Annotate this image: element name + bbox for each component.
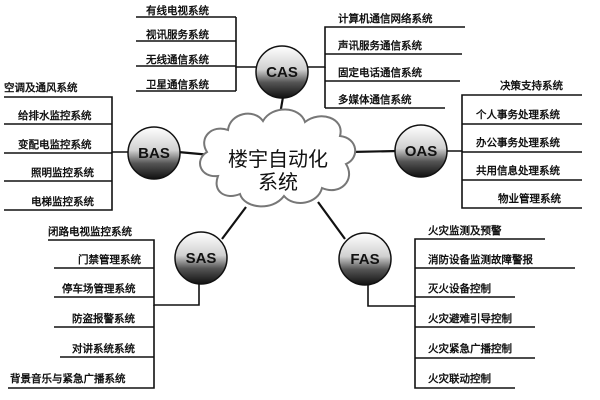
oas-item-4: 共用信息处理系统 (476, 164, 560, 177)
cloud-shape (199, 108, 356, 208)
oas-bracket-bottom (461, 151, 582, 209)
cas-right-item-1: 计算机通信网络系统 (338, 12, 433, 25)
sas-group (8, 239, 200, 389)
oas-item-2: 个人事务处理系统 (475, 108, 560, 121)
cas-right-item-2: 声讯服务通信系统 (337, 39, 422, 52)
bas-node-label: BAS (138, 145, 170, 162)
cas-left-item-3: 无线通信系统 (145, 53, 209, 66)
oas-node: OAS (394, 124, 448, 178)
sas-node-label: SAS (186, 250, 217, 267)
sas-item-2: 门禁管理系统 (78, 253, 141, 266)
sas-item-5: 对讲系统系统 (72, 342, 135, 355)
cas-left-item-2: 视讯服务系统 (146, 28, 209, 41)
fas-group (367, 238, 575, 389)
bas-group (4, 96, 130, 211)
cas-node-label: CAS (266, 64, 298, 81)
connector-sas (221, 206, 247, 240)
cas-right-item-4: 多媒体通信系统 (338, 93, 412, 106)
fas-node: FAS (338, 232, 392, 286)
sas-node: SAS (174, 231, 228, 285)
fas-bracket-bottom (414, 306, 515, 389)
cas-left-item-1: 有线电视系统 (146, 4, 209, 17)
oas-item-3: 办公事务处理系统 (476, 136, 560, 149)
fas-item-2: 消防设备监测故障警报 (428, 253, 533, 266)
sas-bracket-bottom (8, 305, 155, 389)
fas-item-6: 火灾联动控制 (428, 372, 491, 385)
oas-group (445, 94, 582, 209)
cas-left-item-4: 卫星通信系统 (146, 78, 209, 91)
fas-node-label: FAS (350, 251, 379, 268)
sas-item-3: 停车场管理系统 (62, 282, 136, 295)
fas-item-1: 火灾监测及预警 (428, 224, 502, 237)
fas-item-5: 火灾紧急广播控制 (428, 342, 512, 355)
fas-bracket (367, 238, 545, 307)
bas-bracket-bottom (4, 152, 113, 211)
bas-node: BAS (127, 126, 181, 180)
bas-item-5: 电梯监控系统 (31, 195, 94, 208)
sas-item-6: 背景音乐与紧急广播系统 (10, 372, 126, 385)
oas-item-5: 物业管理系统 (498, 192, 561, 205)
cas-right-item-3: 固定电话通信系统 (338, 66, 422, 79)
cas-node: CAS (255, 45, 309, 99)
fas-item-3: 灭火设备控制 (427, 282, 491, 295)
bas-item-3: 变配电监控系统 (18, 138, 92, 151)
sas-item-1: 闭路电视监控系统 (48, 225, 132, 238)
sas-item-4: 防盗报警系统 (72, 312, 135, 325)
bas-item-1: 空调及通风系统 (4, 81, 78, 94)
connector-oas (349, 149, 399, 154)
bas-item-4: 照明监控系统 (31, 166, 94, 179)
bas-item-2: 给排水监控系统 (18, 109, 92, 122)
oas-bracket (445, 94, 582, 152)
connector-fas (317, 201, 346, 240)
oas-node-label: OAS (405, 143, 438, 160)
center-title-line2: 系统 (258, 170, 298, 194)
center-title-line1: 楼宇自动化 (228, 147, 328, 171)
cas-right-bracket (303, 26, 465, 68)
fas-item-4: 火灾避难引导控制 (428, 312, 512, 325)
oas-item-1: 决策支持系统 (500, 79, 563, 92)
center-cloud: 楼宇自动化 系统 (199, 108, 356, 208)
cas-group (136, 16, 465, 109)
